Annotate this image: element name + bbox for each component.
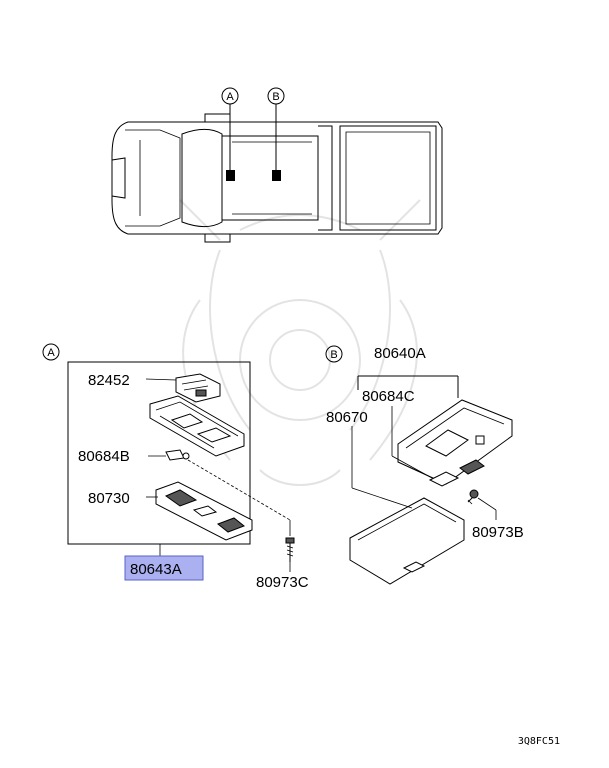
- svg-text:A: A: [47, 347, 55, 359]
- view-callout-a: A: [221, 87, 239, 105]
- lens-80670-drawing: [349, 497, 465, 585]
- drawing-code: 3Q8FC51: [518, 736, 560, 747]
- lens-80730-drawing: [155, 481, 253, 541]
- detail-a-frame: [67, 361, 251, 545]
- part-80973c-label[interactable]: 80973C: [256, 574, 309, 591]
- housing-b-drawing: [397, 399, 513, 487]
- screw-80973b-drawing: [467, 489, 479, 505]
- svg-text:A: A: [226, 91, 234, 103]
- svg-text:B: B: [330, 349, 337, 361]
- part-80643a-highlight: [124, 555, 204, 581]
- truck-top-view: [111, 104, 443, 243]
- bulb-80684b-drawing: [165, 449, 190, 461]
- screw-80973c-drawing: [285, 537, 295, 562]
- detail-a-group: A: [42, 343, 295, 572]
- part-80640a-label[interactable]: 80640A: [374, 345, 426, 362]
- part-80730-label[interactable]: 80730: [88, 490, 130, 507]
- part-80684c-label[interactable]: 80684C: [362, 388, 415, 405]
- svg-text:B: B: [272, 91, 279, 103]
- part-80670-label[interactable]: 80670: [326, 409, 368, 426]
- part-82452-label[interactable]: 82452: [88, 372, 130, 389]
- part-80973b-label[interactable]: 80973B: [472, 524, 524, 541]
- view-callout-b: B: [267, 87, 285, 105]
- detail-b-group: B: [325, 345, 513, 585]
- lamp-housing-drawing: [149, 395, 245, 457]
- part-80684b-label[interactable]: 80684B: [78, 448, 130, 465]
- part-82452-drawing: [175, 373, 221, 403]
- part-80643a-label[interactable]: 80643A: [130, 561, 182, 578]
